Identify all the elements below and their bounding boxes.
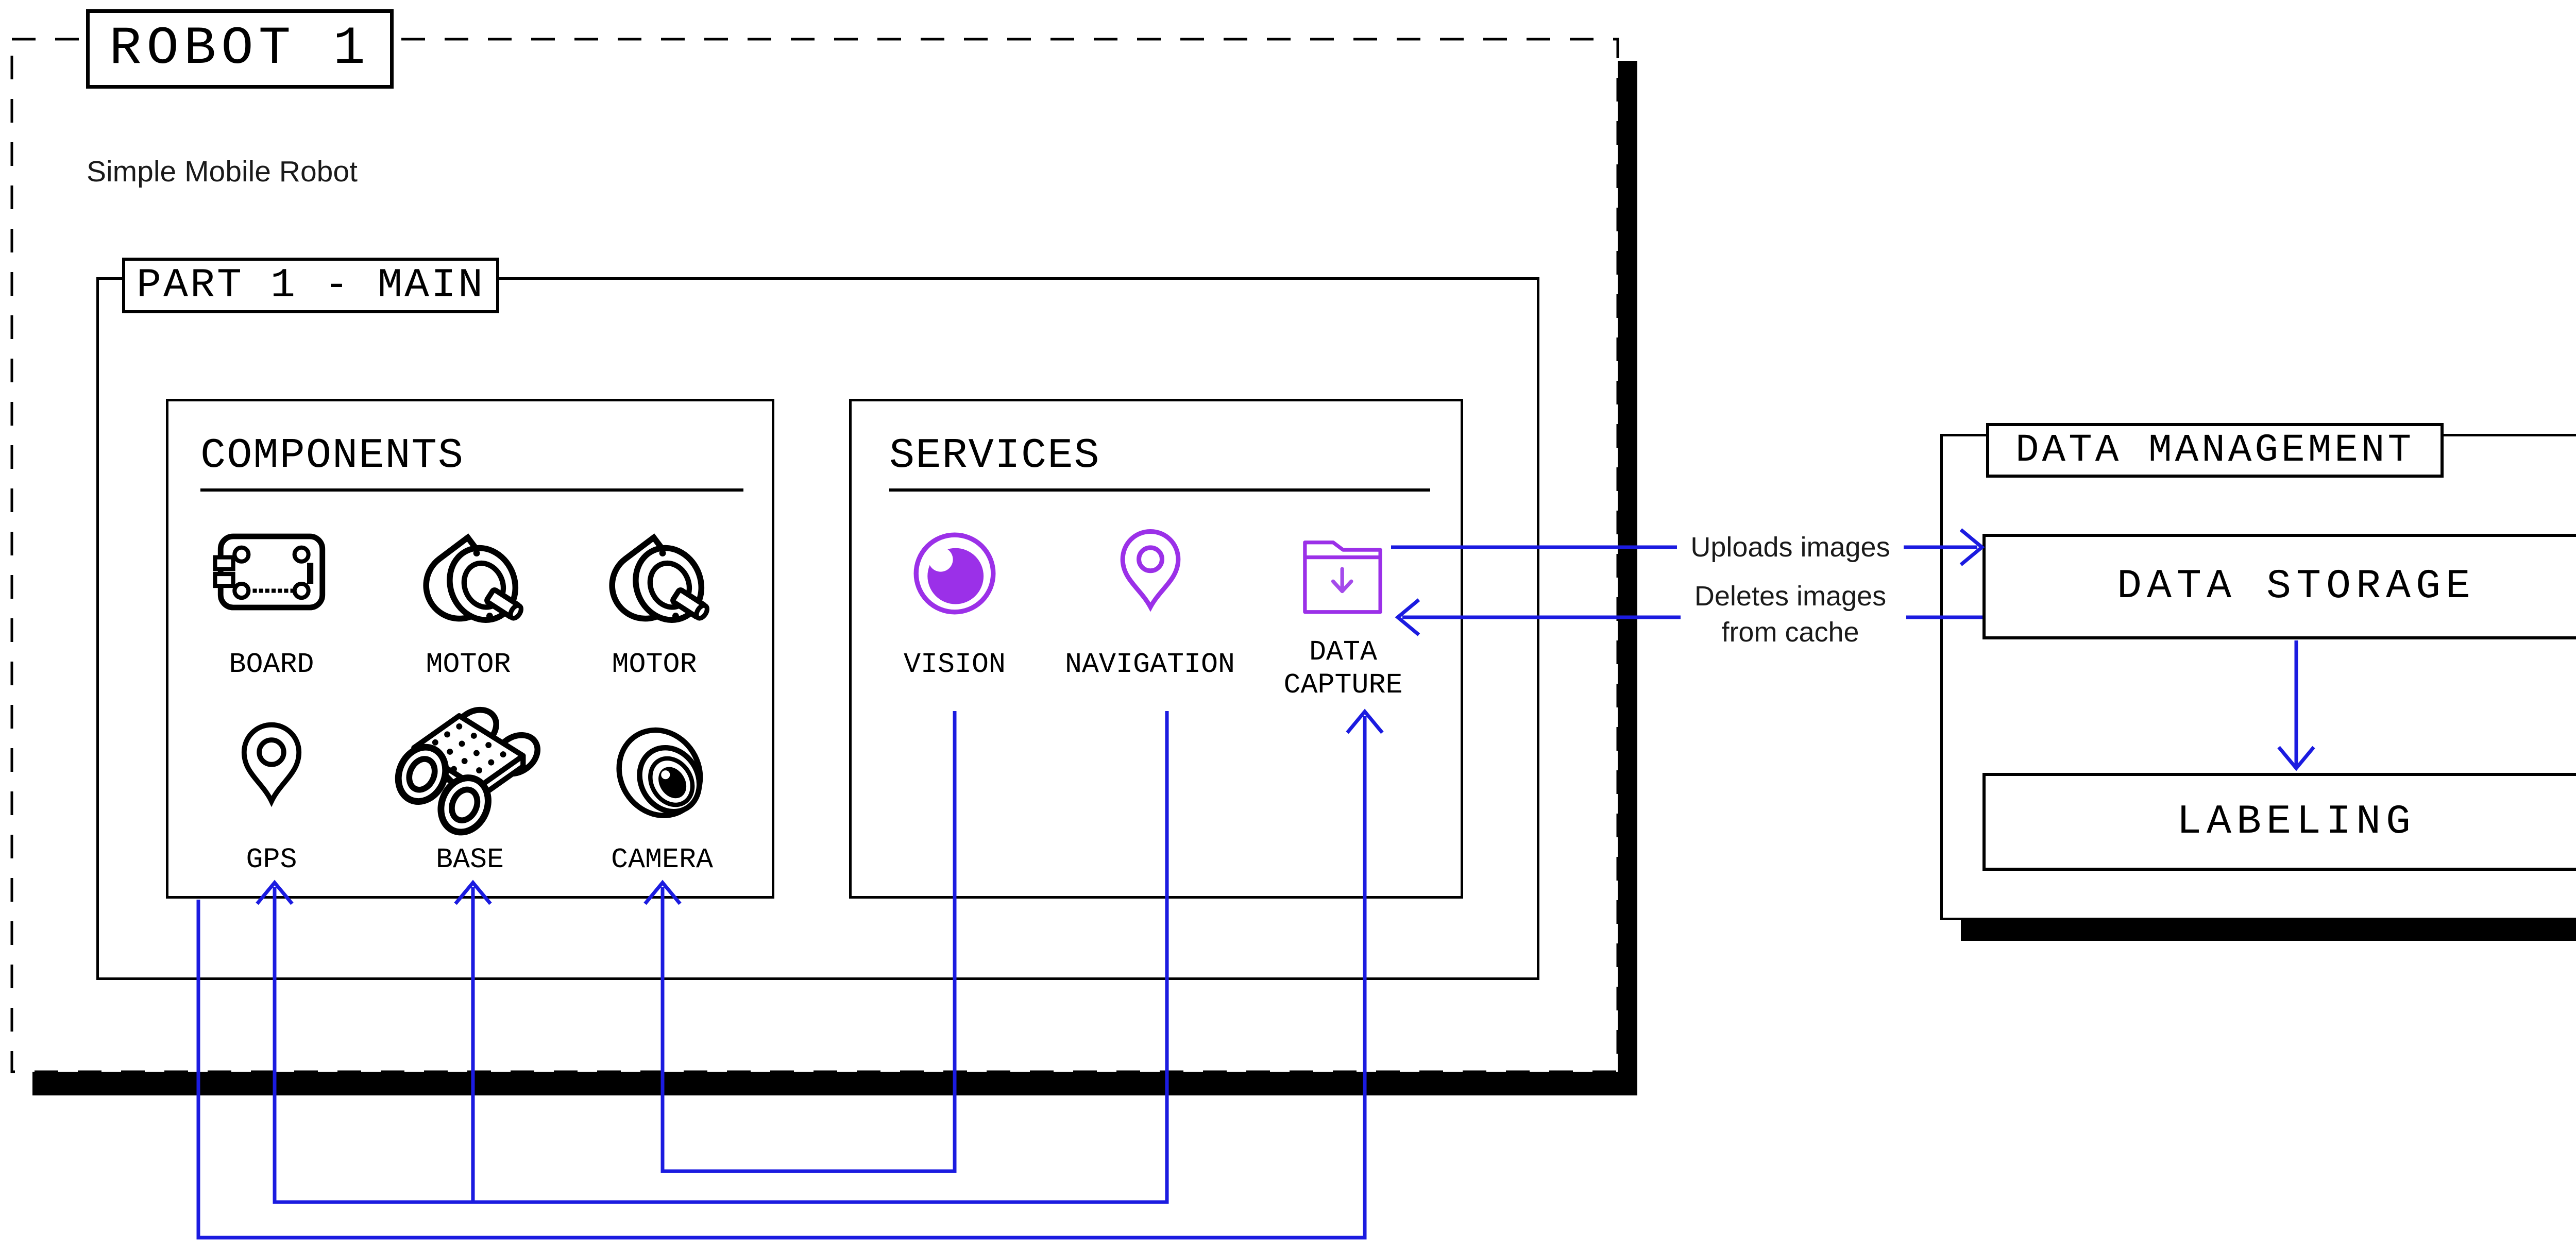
component-label: BASE (435, 843, 504, 876)
part-main-title: PART 1 - MAIN (136, 262, 485, 309)
folder-download-icon (1298, 534, 1387, 617)
robot-title-box: ROBOT 1 (86, 9, 394, 89)
vision-eye-icon (911, 530, 998, 617)
rover-base-icon (390, 705, 550, 840)
service-label: VISION (903, 648, 1006, 681)
motor-icon (409, 515, 528, 634)
data-management-title: DATA MANAGEMENT (2015, 428, 2415, 472)
labeling-label: LABELING (2176, 798, 2416, 846)
uploads-images-label: Uploads images (1677, 528, 1904, 567)
deletes-images-label: Deletes images from cache (1677, 578, 1904, 650)
deletes-images-text-line2: from cache (1721, 617, 1859, 648)
components-title-underline (200, 488, 743, 492)
component-label: BOARD (229, 648, 314, 681)
robot-title: ROBOT 1 (109, 19, 370, 79)
uploads-images-text: Uploads images (1690, 532, 1890, 563)
labeling-box: LABELING (1982, 773, 2576, 871)
services-title: SERVICES (889, 432, 1100, 480)
data-management-title-box: DATA MANAGEMENT (1986, 423, 2444, 478)
services-title-underline (889, 488, 1430, 492)
component-label: CAMERA (611, 843, 714, 876)
component-label: MOTOR (426, 648, 511, 681)
service-label-data-capture: DATA CAPTURE (1235, 636, 1451, 702)
circuit-board-icon (212, 531, 331, 613)
service-label-line1: DATA (1309, 636, 1378, 668)
components-title: COMPONENTS (200, 432, 465, 480)
service-label-line2: CAPTURE (1283, 669, 1403, 701)
nav-pin-icon (1112, 528, 1189, 632)
map-pin-icon (235, 720, 308, 830)
data-storage-label: DATA STORAGE (2116, 563, 2476, 610)
data-storage-box: DATA STORAGE (1982, 534, 2576, 639)
motor-icon (595, 515, 714, 634)
deletes-images-text-line1: Deletes images (1694, 581, 1887, 612)
component-label: MOTOR (612, 648, 697, 681)
service-label: NAVIGATION (1064, 648, 1235, 681)
robot-subtitle: Simple Mobile Robot (87, 155, 358, 188)
camera-lens-icon (615, 724, 713, 830)
component-label: GPS (246, 843, 297, 876)
part-main-title-box: PART 1 - MAIN (122, 258, 499, 313)
